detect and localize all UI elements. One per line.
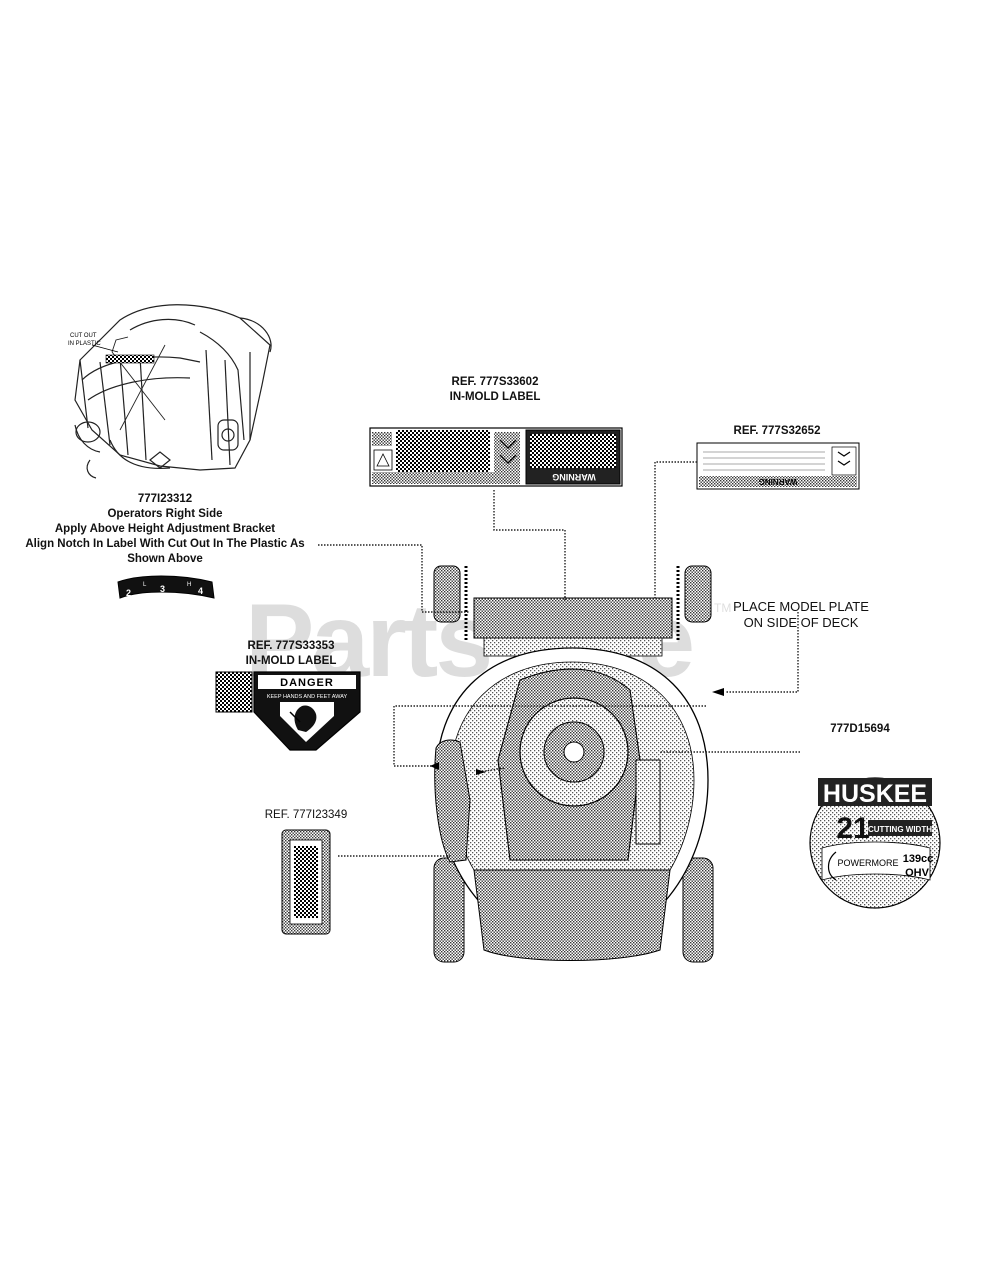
- engine-type: OHV: [905, 867, 930, 879]
- inmold-label-left: DANGER KEEP HANDS AND FEET AWAY: [215, 671, 361, 751]
- mower-top-view: [433, 565, 714, 963]
- cut-out-text-2: IN PLASTIC: [68, 341, 101, 347]
- height-mark-3: 3: [160, 584, 165, 594]
- height-label-on-sketch: [105, 354, 155, 364]
- leader-arrowheads: [430, 688, 724, 775]
- watermark-tm: TM: [714, 601, 731, 615]
- height-mark-2: 2: [126, 588, 131, 598]
- model-plate-line-1: PLACE MODEL PLATE: [733, 599, 869, 614]
- height-label-graphic: 2 L 3 H 4: [117, 575, 215, 599]
- height-label-line-2: Apply Above Height Adjustment Bracket: [54, 523, 276, 535]
- height-mark-4: 4: [198, 586, 203, 596]
- inmold-left-ref: REF. 777S33353: [247, 640, 335, 652]
- height-mark-l: L: [143, 582, 147, 588]
- right-label-ref: REF. 777S32652: [733, 425, 821, 437]
- cut-out-leader: [91, 344, 119, 353]
- inmold-top-ref: REF. 777S33602: [451, 376, 539, 388]
- brand-decal-ref: 777D15694: [830, 723, 890, 735]
- cut-out-text-1: CUT OUT: [70, 333, 97, 339]
- height-label-line-4: Shown Above: [127, 553, 203, 565]
- danger-sub-text: KEEP HANDS AND FEET AWAY: [267, 694, 348, 700]
- inmold-left-sub: IN-MOLD LABEL: [245, 655, 337, 667]
- inmold-top-warning: WARNING: [552, 472, 596, 482]
- height-label-ref: 777I23312: [137, 493, 193, 505]
- height-mark-h: H: [187, 582, 191, 588]
- brand-name: HUSKEE: [823, 780, 927, 808]
- height-adjust-sketch: [74, 304, 272, 479]
- small-label-ref: REF. 777I23349: [264, 809, 348, 821]
- engine-brand: POWERMORE: [837, 858, 898, 868]
- brand-size: 21: [836, 812, 869, 845]
- model-plate-line-2: ON SIDE OF DECK: [743, 615, 859, 630]
- danger-text: DANGER: [280, 677, 334, 689]
- brand-decal: HUSKEE 21 CUTTING WIDTH POWERMORE 139cc …: [809, 777, 941, 909]
- height-label-line-1: Operators Right Side: [107, 508, 223, 520]
- right-label-warning: WARNING: [759, 477, 798, 486]
- inmold-label-top: WARNING: [369, 427, 623, 487]
- leader-lines: [318, 461, 800, 857]
- inmold-top-sub: IN-MOLD LABEL: [449, 391, 541, 403]
- brand-cutting-width: CUTTING WIDTH: [868, 825, 932, 834]
- warning-label-right: WARNING: [696, 442, 860, 490]
- height-label-line-3: Align Notch In Label With Cut Out In The…: [25, 538, 305, 550]
- small-vertical-label: [281, 829, 331, 935]
- engine-displacement: 139cc: [903, 853, 934, 865]
